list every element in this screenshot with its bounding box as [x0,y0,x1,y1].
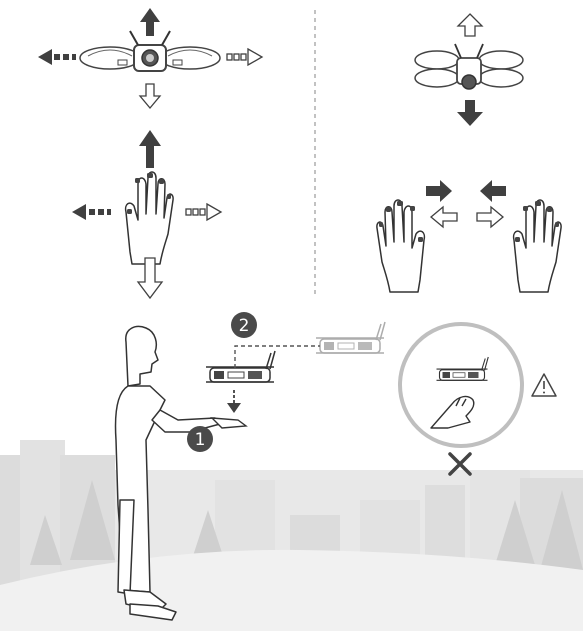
arrow-up-icon [139,130,161,168]
arrow-right-icon [426,180,452,202]
arrow-right-dashed-outline-icon [226,47,264,67]
arrow-up-icon [140,8,160,36]
step-badge-1: 1 [187,426,213,452]
drone-top-view-left [79,30,221,72]
palm-icon [124,171,174,265]
cross-icon [448,452,472,476]
trees-background [30,480,583,570]
incorrect-method-circle [398,322,524,448]
path-dashed-line [234,345,320,368]
warning-icon [531,373,557,397]
cupped-hand [430,395,475,429]
arrow-right-dashed-outline-icon [185,202,223,222]
arrow-left-dashed-icon [38,49,76,65]
step-badge-2: 2 [231,312,257,338]
palm-icon-left [376,199,426,293]
drone-side-view-ghost [315,321,386,354]
drone-side-view-launch [205,350,276,383]
palm-icon-right [512,199,562,293]
arrow-right-outline-icon [476,205,505,229]
arrow-down-outline-icon [136,257,164,300]
arrow-left-dashed-icon [72,204,111,220]
arrow-down-icon [227,403,241,413]
hand-launch [210,417,248,429]
arrow-down-icon [457,100,483,126]
arrow-left-outline-icon [429,205,458,229]
arrow-left-icon [480,180,506,202]
step-number-2: 2 [239,316,250,336]
arrow-up-outline-icon [456,13,484,37]
drone-front-view [414,43,524,90]
arrow-down-outline-icon [138,83,162,110]
step-number-1: 1 [195,430,206,450]
